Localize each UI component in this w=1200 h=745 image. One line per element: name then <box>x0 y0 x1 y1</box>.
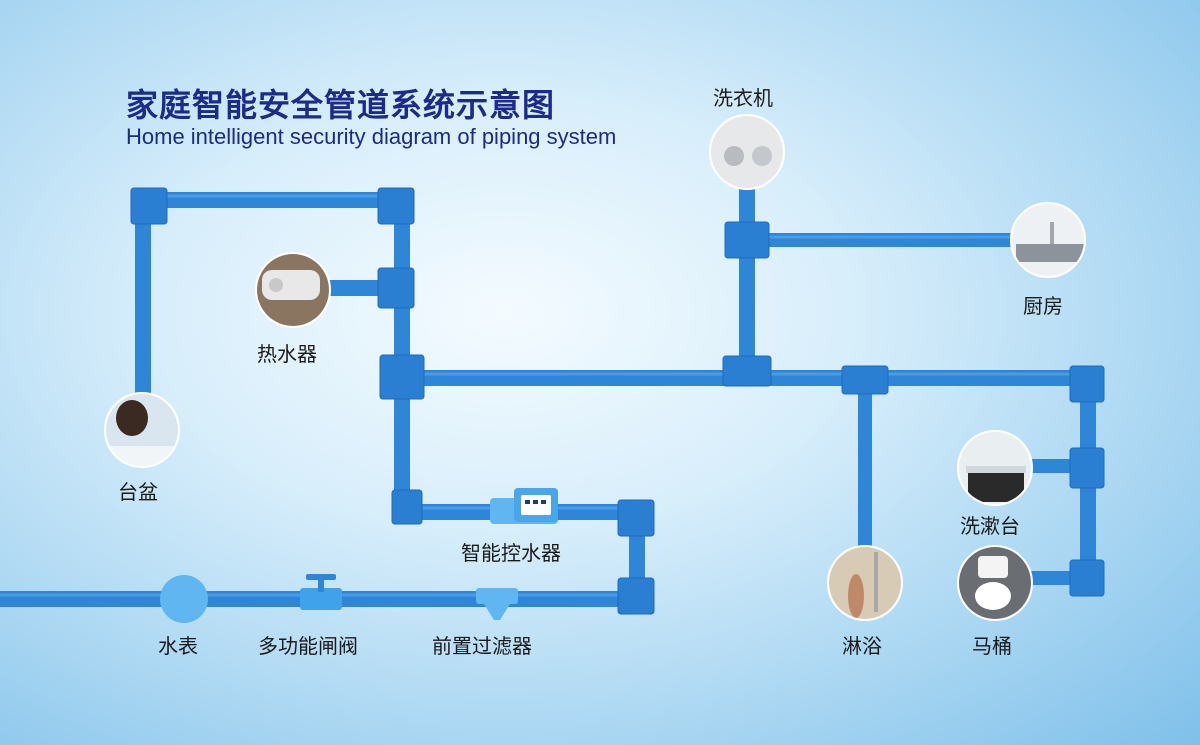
water-heater-photo <box>255 252 331 328</box>
label-smart-controller: 智能控水器 <box>461 541 561 565</box>
label-water-heater: 热水器 <box>257 342 317 366</box>
basin-photo <box>104 392 180 468</box>
diagram-subtitle: Home intelligent security diagram of pip… <box>126 124 617 149</box>
kitchen-photo <box>1010 202 1086 278</box>
shower-photo <box>827 545 903 621</box>
label-washing-machine: 洗衣机 <box>713 86 773 110</box>
label-toilet: 马桶 <box>972 634 1012 658</box>
label-basin: 台盆 <box>118 480 158 504</box>
pipe-laundry-kitchen-branch <box>739 185 1012 378</box>
label-shower: 淋浴 <box>842 634 882 658</box>
water-meter-icon <box>160 575 208 623</box>
gate-valve-icon <box>300 574 342 610</box>
diagram-title: 家庭智能安全管道系统示意图 <box>126 86 556 124</box>
washing-machine-photo <box>709 114 785 190</box>
smart-controller-icon <box>490 488 558 524</box>
filter-icon <box>476 588 518 620</box>
label-water-meter: 水表 <box>158 634 198 658</box>
label-kitchen: 厨房 <box>1023 294 1063 318</box>
label-pre-filter: 前置过滤器 <box>432 634 532 658</box>
pipe-fittings <box>130 187 1105 615</box>
pipe-basin-loop <box>135 192 402 400</box>
label-multi-valve: 多功能闸阀 <box>258 634 358 658</box>
toilet-photo <box>957 545 1033 621</box>
wash-stand-photo <box>957 430 1033 506</box>
label-wash-stand: 洗漱台 <box>960 514 1020 538</box>
